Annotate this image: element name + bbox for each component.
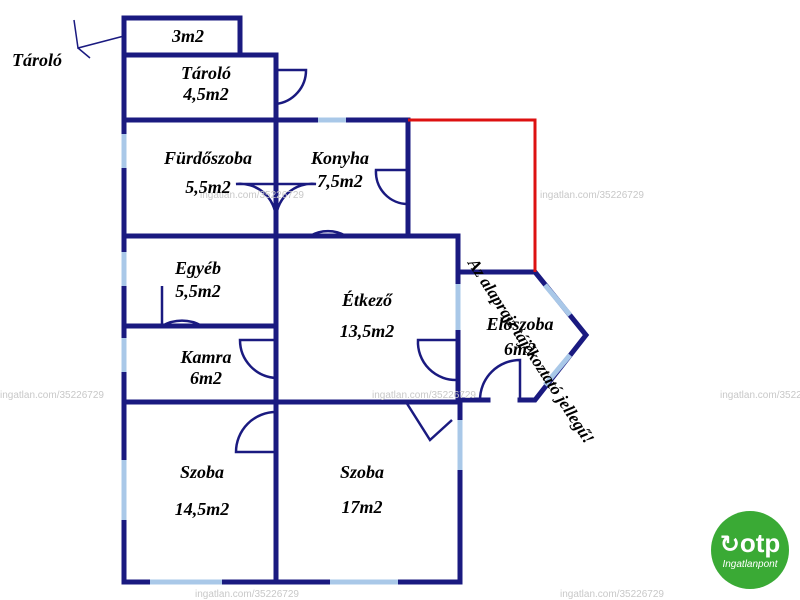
door-swing <box>235 182 278 219</box>
room-area: 5,5m2 <box>175 280 221 301</box>
wall-segment <box>121 15 463 585</box>
logo-brand: ↻otp <box>719 528 781 558</box>
door-swing <box>275 68 308 106</box>
door-swing <box>234 410 277 454</box>
room-name: Kamra <box>180 347 232 367</box>
door-swing <box>274 182 317 223</box>
door-swing <box>478 358 522 401</box>
door-swing <box>404 401 453 442</box>
otp-logo: ↻otp Ingatlanpont <box>711 511 789 589</box>
watermark: ingatlan.com/35226729 <box>540 190 644 201</box>
room-area: 17m2 <box>341 496 383 517</box>
outside-storage-marker <box>73 19 125 59</box>
door-swing <box>374 168 409 206</box>
windows <box>121 117 572 585</box>
outside-storage-label: Tároló <box>12 50 63 70</box>
window <box>543 283 572 317</box>
door-swing <box>309 229 347 238</box>
room-area: 13,5m2 <box>339 320 395 341</box>
room-area: 6m2 <box>189 367 223 388</box>
room-label-room-right: Szoba 17m2 <box>340 462 384 517</box>
logo-subtitle: Ingatlanpont <box>722 559 778 570</box>
room-area: 4,5m2 <box>183 83 229 104</box>
room-area: 7,5m2 <box>317 170 363 191</box>
room-name: Szoba <box>339 462 385 482</box>
storage-marker-line <box>73 19 125 59</box>
room-label-storage: Tároló 4,5m2 <box>181 63 231 104</box>
room-name: Tároló <box>180 63 232 83</box>
watermark: ingatlan.com/35226729 <box>200 190 304 201</box>
room-name: Egyéb <box>175 258 221 278</box>
watermark: ingatlan.com/35226729 <box>0 390 104 401</box>
door-swing <box>238 338 277 380</box>
window <box>543 353 572 387</box>
room-area: 3m2 <box>171 26 205 46</box>
otp-swirl-icon: ↻ <box>719 531 740 558</box>
room-area: 14,5m2 <box>174 498 230 519</box>
watermark: ingatlan.com/35226729 <box>720 390 800 401</box>
room-label-kitchen: Konyha 7,5m2 <box>311 148 369 191</box>
wall-segment <box>273 233 461 403</box>
room-label-dining: Étkező 13,5m2 <box>340 290 395 341</box>
room-label-bathroom: Fürdőszoba 5,5m2 <box>164 148 252 197</box>
room-name: Fürdőszoba <box>163 148 253 168</box>
room-label-pantry: Kamra 6m2 <box>180 347 231 388</box>
extension-outline <box>408 118 537 272</box>
door-swing <box>416 338 459 382</box>
room-name: Szoba <box>179 462 225 482</box>
wall-segment <box>455 269 590 403</box>
room-label-hallway: Előszoba 6m2 <box>486 314 553 359</box>
doors <box>160 68 522 454</box>
room-area: 6m2 <box>503 338 536 359</box>
watermark: ingatlan.com/35226729 <box>372 390 476 401</box>
planned-extension <box>408 118 537 272</box>
door-swing <box>160 286 203 329</box>
room-area: 5,5m2 <box>185 176 231 197</box>
watermark: ingatlan.com/35226729 <box>560 589 664 600</box>
room-label-other: Egyéb 5,5m2 <box>175 258 221 301</box>
wall-segment <box>121 15 243 58</box>
room-label-storage-small: 3m2 <box>172 26 204 47</box>
room-name: Előszoba <box>486 314 554 334</box>
room-name: Konyha <box>310 148 370 168</box>
room-name: Étkező <box>341 290 393 310</box>
room-label-room-left: Szoba 14,5m2 <box>175 462 230 519</box>
watermark: ingatlan.com/35226729 <box>195 589 299 600</box>
